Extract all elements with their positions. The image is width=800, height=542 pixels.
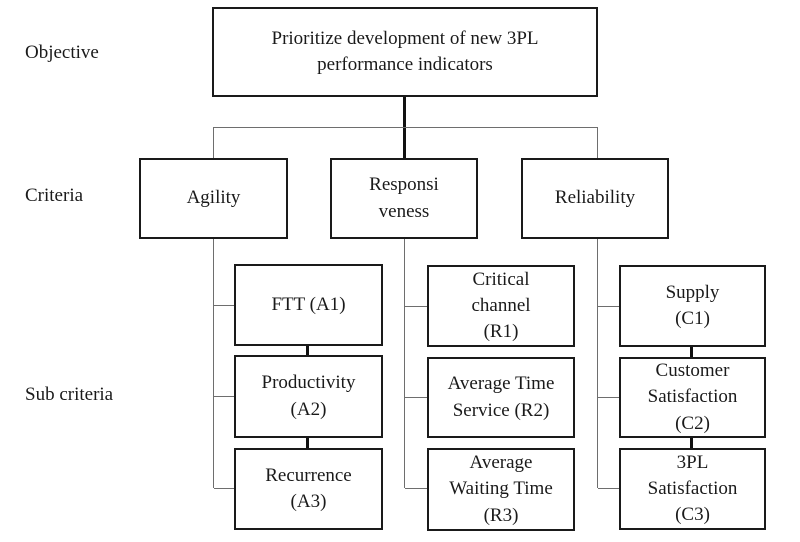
node-recurrence: Recurrence (A3) <box>234 448 383 530</box>
node-reliability: Reliability <box>521 158 669 239</box>
node-avg-waiting-time: Average Waiting Time (R3) <box>427 448 575 531</box>
node-agility: Agility <box>139 158 288 239</box>
stub-avg-waiting-time <box>405 488 427 489</box>
stub-3pl-satisfaction <box>598 488 619 489</box>
connector-customer-3pl <box>690 438 693 448</box>
spine-agility <box>213 239 214 488</box>
stub-critical-channel <box>405 306 427 307</box>
connector-drop-agility <box>213 128 214 158</box>
node-supply: Supply (C1) <box>619 265 766 347</box>
node-responsiveness: Responsi veness <box>330 158 478 239</box>
node-productivity: Productivity (A2) <box>234 355 383 438</box>
connector-drop-reliability <box>597 128 598 158</box>
row-label-objective: Objective <box>25 42 99 63</box>
node-3pl-satisfaction: 3PL Satisfaction (C3) <box>619 448 766 530</box>
stub-avg-time-service <box>405 397 427 398</box>
stub-productivity <box>214 396 234 397</box>
spine-reliability <box>597 239 598 488</box>
row-label-criteria: Criteria <box>25 185 84 206</box>
connector-criteria-horizontal <box>213 127 598 128</box>
stub-ftt <box>214 305 234 306</box>
node-customer-satisfaction: Customer Satisfaction (C2) <box>619 357 766 438</box>
connector-supply-customer <box>690 347 693 357</box>
spine-responsiveness <box>404 239 405 488</box>
node-ftt: FTT (A1) <box>234 264 383 346</box>
connector-ftt-productivity <box>306 346 309 355</box>
stub-recurrence <box>214 488 234 489</box>
connector-productivity-recurrence <box>306 437 309 448</box>
row-label-sub-criteria: Sub criteria <box>25 384 114 405</box>
stub-supply <box>598 306 619 307</box>
node-avg-time-service: Average Time Service (R2) <box>427 357 575 438</box>
node-objective: Prioritize development of new 3PL perfor… <box>212 7 598 97</box>
stub-customer-satisfaction <box>598 397 619 398</box>
node-critical-channel: Critical channel (R1) <box>427 265 575 347</box>
